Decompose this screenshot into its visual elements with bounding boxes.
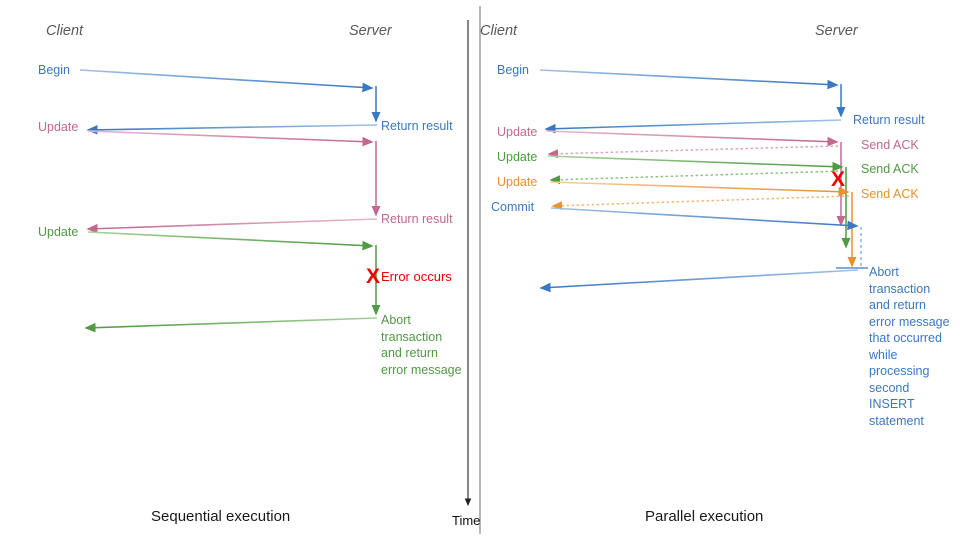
abort-note-par-line-8: second <box>869 380 910 395</box>
client-label-begin-parallel: Begin <box>497 63 529 77</box>
error-label-sequential: Error occurs <box>381 269 452 284</box>
abort-note-par-line-7: processing <box>869 364 930 378</box>
msg-return-result-1 <box>86 124 378 135</box>
client-label-begin-sequential: Begin <box>38 63 70 77</box>
actor-client-sequential: Client <box>46 23 84 39</box>
parallel-messages <box>539 69 868 293</box>
msg-ack-1-line <box>547 145 839 159</box>
msg-begin <box>79 69 374 93</box>
abort-note-par-line-6: while <box>869 347 898 362</box>
abort-note-par-line-4: error message <box>869 314 950 329</box>
time-axis-label: Time <box>452 513 481 528</box>
abort-note-par-line-3: and return <box>869 298 926 312</box>
actor-server-sequential: Server <box>349 23 392 39</box>
server-label-send-ack-2-parallel: Send ACK <box>861 162 919 176</box>
abort-note-sequential: Abort transaction and return error messa… <box>381 312 471 378</box>
error-x-icon-sequential: X <box>366 265 381 288</box>
abort-note-par-line-10: statement <box>869 413 924 428</box>
msg-update-2 <box>87 231 374 251</box>
error-x-icon-parallel: X <box>831 168 846 191</box>
msg-update-2-par <box>547 155 844 172</box>
abort-note-line-3: and return <box>381 346 438 360</box>
client-label-update-3-parallel: Update <box>497 175 538 189</box>
msg-ack-2-line <box>549 170 844 185</box>
abort-note-line-4: error message <box>381 362 462 377</box>
abort-note-line-2: transaction <box>381 329 443 344</box>
abort-note-line-1: Abort <box>381 313 411 327</box>
server-label-send-ack-1-parallel: Send ACK <box>861 138 919 152</box>
abort-note-par-line-5: that occurred <box>869 331 942 345</box>
caption-sequential: Sequential execution <box>151 508 291 525</box>
client-label-update-2-parallel: Update <box>497 150 538 164</box>
msg-update-1-par <box>545 130 839 147</box>
server-label-send-ack-3-parallel: Send ACK <box>861 187 919 201</box>
msg-return-result-2 <box>86 218 378 234</box>
actor-client-parallel: Client <box>480 23 518 39</box>
abort-note-parallel: Abort transaction and return error messa… <box>869 264 957 429</box>
abort-note-par-line-1: Abort <box>869 265 899 279</box>
actor-server-parallel: Server <box>815 23 858 39</box>
caption-parallel: Parallel execution <box>645 508 764 525</box>
msg-return-result-par <box>544 119 842 134</box>
msg-begin-par <box>539 69 839 90</box>
msg-commit <box>550 207 859 231</box>
client-label-commit-parallel: Commit <box>491 200 535 214</box>
msg-update-3-par <box>549 181 850 197</box>
server-label-return-result-2-sequential: Return result <box>381 212 453 226</box>
server-label-return-result-1-sequential: Return result <box>381 119 453 133</box>
msg-ack-3-line <box>551 195 850 211</box>
server-label-return-result-parallel: Return result <box>853 113 925 127</box>
msg-abort-return-par <box>539 269 859 293</box>
client-label-update-2-sequential: Update <box>38 225 79 239</box>
abort-note-par-line-2: transaction <box>869 281 931 296</box>
abort-note-par-line-9: INSERT <box>869 397 915 411</box>
msg-abort-return-seq <box>84 317 378 333</box>
client-label-update-1-parallel: Update <box>497 125 538 139</box>
sequential-messages <box>79 69 381 333</box>
client-label-update-1-sequential: Update <box>38 120 79 134</box>
msg-update-1 <box>87 130 374 147</box>
